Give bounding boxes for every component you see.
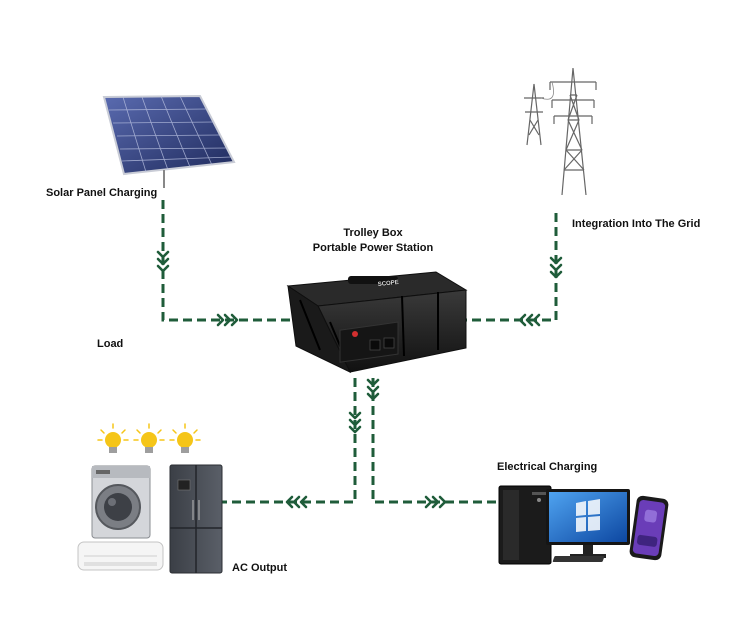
electrical-flow-line [371,378,500,504]
title-line-2: Portable Power Station [312,242,434,254]
grid-flow-line [465,213,558,322]
power-station-title: Trolley Box Portable Power Station [288,226,458,256]
solar-right-chevrons [216,313,239,327]
monitor-icon [546,489,630,562]
trolley-box-icon: SCOPE [286,271,468,374]
load-label: Load [97,338,124,350]
electrical-charging-label: Electrical Charging [497,461,598,473]
device-brand-text: SCOPE [378,280,400,288]
title-line-1: Trolley Box [343,227,403,239]
grid-down-chevrons [549,256,563,279]
solar-panel-icon [102,94,236,188]
flow-chevrons [156,250,563,509]
ac-left-chevrons [285,495,308,509]
bulb-icon [133,423,165,453]
air-conditioner-icon [77,541,164,571]
smartphone-icon [629,495,669,561]
ac-down-chevrons [348,411,362,434]
electrical-right-chevrons [424,495,447,509]
bulb-icon [169,423,201,453]
electrical-down-chevrons [366,378,380,401]
grid-integration-label: Integration Into The Grid [572,218,701,230]
solar-panel-charging-label: Solar Panel Charging [46,187,158,199]
pc-tower-icon [498,485,552,565]
ac-flow-line [222,378,357,504]
ac-output-label: AC Output [232,562,287,574]
bulb-icon [97,423,129,453]
solar-down-chevrons [156,250,170,273]
grid-left-chevrons [518,313,541,327]
washing-machine-icon [91,465,151,539]
solar-flow-line [161,200,290,322]
light-bulbs-icon [97,423,201,453]
power-tower-icon [524,67,597,196]
refrigerator-icon [169,464,223,574]
flow-lines [161,200,558,504]
